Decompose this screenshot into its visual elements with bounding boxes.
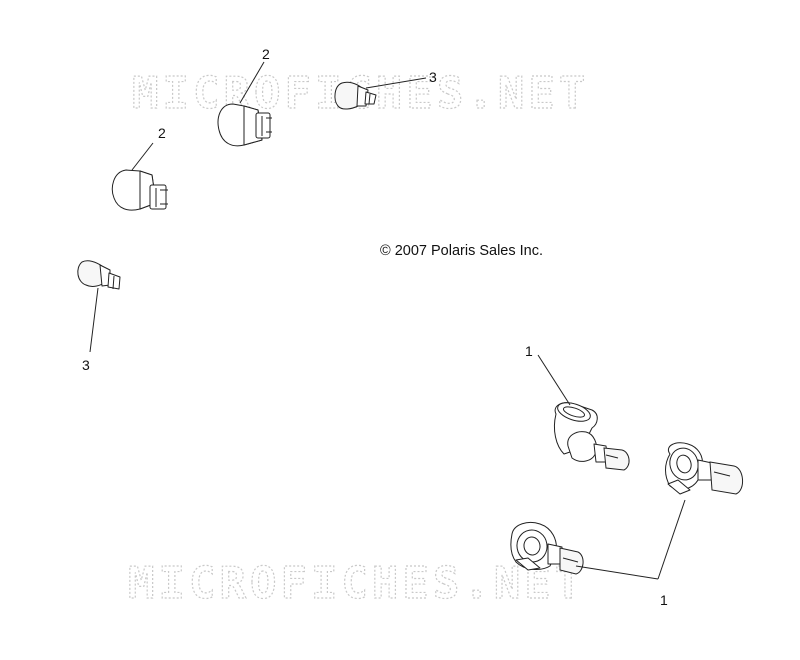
leader-line-3-upper xyxy=(365,77,427,89)
wedge-bulb-part-2-left xyxy=(111,169,168,211)
callout-1-bottom: 1 xyxy=(660,592,668,608)
leader-line-2-left xyxy=(131,142,154,171)
leader-line-1-bottom-b xyxy=(657,499,686,580)
callout-2-upper: 2 xyxy=(262,46,270,62)
leader-line-1-top xyxy=(537,354,571,406)
wedge-bulb-part-3-upper xyxy=(334,81,377,110)
wedge-bulb-part-3-left xyxy=(77,260,121,290)
callout-1-top: 1 xyxy=(525,343,533,359)
callout-3-left: 3 xyxy=(82,357,90,373)
halogen-bulb-part-1-bottom xyxy=(510,521,584,575)
halogen-bulb-part-1-right xyxy=(665,442,743,495)
halogen-bulb-part-1-top xyxy=(553,402,630,471)
leader-line-2-upper xyxy=(239,61,265,104)
watermark-bottom: MICROFICHES.NET xyxy=(128,558,585,609)
callout-3-upper: 3 xyxy=(429,69,437,85)
wedge-bulb-part-2-upper xyxy=(217,103,272,147)
callout-2-left: 2 xyxy=(158,125,166,141)
leader-line-1-bottom-a xyxy=(575,565,659,580)
copyright-text: © 2007 Polaris Sales Inc. xyxy=(380,243,543,259)
leader-line-3-left xyxy=(89,287,99,353)
